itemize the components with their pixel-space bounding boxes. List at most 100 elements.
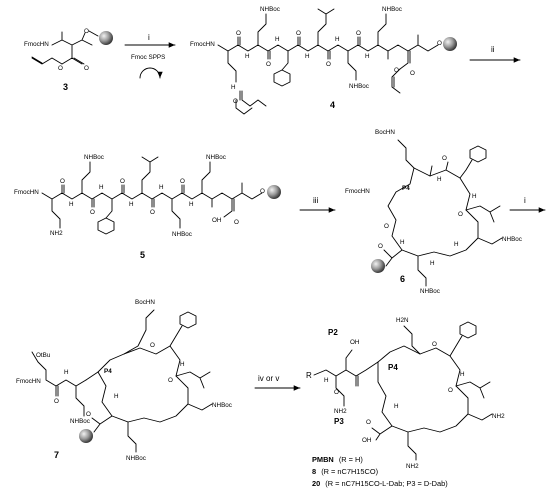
nh-label: H xyxy=(365,53,370,60)
nh-label: H xyxy=(335,36,340,43)
p4-label-c6: P4 xyxy=(402,185,410,192)
o-label: O xyxy=(168,377,173,384)
step-label-iii: iii xyxy=(313,196,319,205)
o-label: O xyxy=(150,342,155,349)
p4-label-pmbn: P4 xyxy=(388,363,398,372)
resin-bead xyxy=(267,185,281,199)
nh-label: H xyxy=(189,201,194,208)
o-label: O xyxy=(180,178,185,185)
oh-label: OH xyxy=(350,339,360,346)
fmochn-label-c3: FmocHN xyxy=(24,41,49,48)
p3-label: P3 xyxy=(334,417,344,426)
bochn-label-c6: BocHN xyxy=(375,129,395,136)
o-label: O xyxy=(326,61,331,68)
compound-label-6: 6 xyxy=(400,274,405,284)
o-label: O xyxy=(86,411,91,418)
o-label-c3b: O xyxy=(84,65,89,72)
legend-20-def: (R = nC7H15CO-L-Dab; P3 = D-Dab) xyxy=(325,479,447,488)
product-legend: PMBN (R = H) 8 (R = nC7H15CO) 20 (R = nC… xyxy=(312,455,448,488)
step-label-iv-or-v: iv or v xyxy=(258,374,279,383)
o-label: O xyxy=(266,61,271,68)
pmbn-structure: P2 OH R O H NH2 P3 H2N P4 O H O NH2 H NH… xyxy=(306,317,505,470)
bochn-label-c7: BocHN xyxy=(135,299,155,306)
step-arrow-2: ii xyxy=(469,45,521,63)
fmochn-label-c7: FmocHN xyxy=(16,378,41,385)
nh-label: H xyxy=(472,193,477,200)
step-label-ii: ii xyxy=(491,45,495,54)
nh-label: H xyxy=(180,361,185,368)
o-label: O xyxy=(437,40,442,47)
o-label: O xyxy=(356,30,361,37)
resin-bead xyxy=(371,259,385,273)
compound-label-3: 3 xyxy=(63,82,68,92)
nh2-label: NH2 xyxy=(492,413,505,420)
o-label: O xyxy=(234,219,239,226)
h2n-label: H2N xyxy=(396,317,409,324)
fmochn-label-c6: FmocHN xyxy=(345,188,370,195)
nhboc-label: NHBoc xyxy=(382,6,402,13)
legend-8-name: 8 xyxy=(312,467,316,476)
compound-label-7: 7 xyxy=(54,450,59,460)
nh-label: H xyxy=(275,36,280,43)
o-label: O xyxy=(432,341,437,348)
legend-8: 8 (R = nC7H15CO) xyxy=(312,467,378,476)
legend-pmbn: PMBN (R = H) xyxy=(312,455,363,464)
compound-5-structure: FmocHN O O O O O H H H H H NHBoc NHBoc N… xyxy=(14,154,281,260)
nh-label: H xyxy=(64,369,69,376)
step-arrow-3: iii xyxy=(299,196,336,213)
step-label-i-second: i xyxy=(524,196,526,205)
o-label: O xyxy=(150,209,155,216)
nhboc-label: NHBoc xyxy=(212,402,232,409)
r-label: R xyxy=(306,371,312,380)
compound-7-structure: OtBu FmocHN O H NHBoc BocHN P4 O H O NHB… xyxy=(16,299,232,462)
legend-20-name: 20 xyxy=(312,479,320,488)
o-label: O xyxy=(384,223,389,230)
step-arrow-1: i Fmoc SPPS xyxy=(124,33,176,79)
o-label: O xyxy=(90,209,95,216)
o-ester-label-c3: O xyxy=(58,65,63,72)
p2-label: P2 xyxy=(328,328,338,337)
nh-label: H xyxy=(245,53,250,60)
o-label: O xyxy=(334,389,339,396)
o-label: O xyxy=(378,243,383,250)
o-label: O xyxy=(458,211,463,218)
nh-label: H xyxy=(129,201,134,208)
nh-label: H xyxy=(231,84,236,91)
o-label-c3: O xyxy=(84,28,89,35)
compound-6-structure: BocHN FmocHN P4 O H H O NHBoc H H NHBoc … xyxy=(345,129,522,295)
compound-3-structure: FmocHN O O O 3 xyxy=(24,28,113,92)
fmochn-label-c5: FmocHN xyxy=(14,189,39,196)
nhboc-label: NHBoc xyxy=(420,288,440,295)
step-label-i: i xyxy=(148,33,150,42)
compound-label-4: 4 xyxy=(330,100,335,110)
o-label: O xyxy=(448,387,453,394)
nh-label: H xyxy=(69,201,74,208)
nh-label: H xyxy=(460,371,465,378)
nhboc-label: NHBoc xyxy=(349,83,369,90)
nhboc-label: NHBoc xyxy=(172,231,192,238)
legend-pmbn-name: PMBN xyxy=(312,455,334,464)
nh-label: H xyxy=(99,184,104,191)
o-label: O xyxy=(394,67,399,74)
o-label: O xyxy=(54,398,59,405)
nh-label: H xyxy=(430,260,435,267)
nh-label: H xyxy=(305,53,310,60)
nhboc-label: NHBoc xyxy=(260,6,280,13)
step-arrow-5: iv or v xyxy=(254,374,301,391)
nh-label: H xyxy=(114,393,119,400)
o-label: O xyxy=(296,30,301,37)
nh2-label: NH2 xyxy=(334,408,347,415)
nhboc-label: NHBoc xyxy=(126,455,146,462)
fmochn-label-c4: FmocHN xyxy=(190,41,215,48)
nh-label: H xyxy=(394,403,399,410)
nhboc-label: NHBoc xyxy=(502,236,522,243)
nhboc-label: NHBoc xyxy=(206,154,226,161)
legend-8-def: (R = nC7H15CO) xyxy=(321,467,378,476)
nh2-label: NH2 xyxy=(406,463,419,470)
otbu-label-c7: OtBu xyxy=(36,352,51,359)
legend-20: 20 (R = nC7H15CO-L-Dab; P3 = D-Dab) xyxy=(312,479,448,488)
nhboc-label: NHBoc xyxy=(84,154,104,161)
nh-label: H xyxy=(454,241,459,248)
nh-label: H xyxy=(400,239,405,246)
